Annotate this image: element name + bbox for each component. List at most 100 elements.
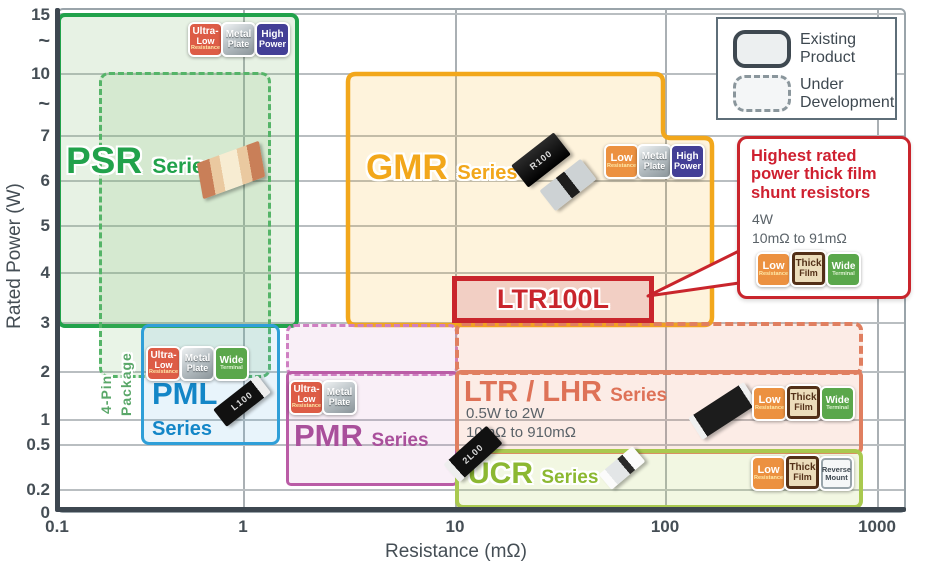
four-pin-package-label: 4-Pin xyxy=(98,374,114,414)
y-axis-label: Rated Power (W) xyxy=(4,183,25,329)
pmr-suffix: Series xyxy=(371,430,429,451)
badge-text: Resistance xyxy=(190,45,221,52)
four-pin-package-label: Package xyxy=(118,352,134,416)
badge-text: Wide xyxy=(825,394,850,406)
legend: Existing Product Under Development xyxy=(716,17,897,120)
ltr-lhr-series-label: LTR / LHR Series xyxy=(464,376,667,409)
callout-range: 10mΩ to 91mΩ xyxy=(752,230,847,246)
y-tick-10: 10 xyxy=(31,64,50,83)
badge-text: Metal xyxy=(225,28,252,40)
badge-text: Resistance xyxy=(758,271,789,278)
y-tick-7: 7 xyxy=(40,126,50,145)
pml-series-label: PML Series xyxy=(152,378,217,440)
badge-text: Plate xyxy=(643,161,666,171)
y-tick-15: 15 xyxy=(31,5,50,24)
x-tick-1: 1 xyxy=(238,517,248,536)
badge-text: Film xyxy=(793,472,812,482)
callout-box: Highest rated power thick film shunt res… xyxy=(737,136,911,299)
badge-text: Power xyxy=(673,161,701,171)
gridline-y-15 xyxy=(60,13,904,15)
badge-text: Resistance xyxy=(148,369,179,376)
y-tick-5: 5 xyxy=(40,216,50,235)
y-tick-0: 0 xyxy=(40,503,50,522)
badge-text: Power xyxy=(258,39,286,49)
badge-text: Resistance xyxy=(754,405,785,412)
callout-title: Highest rated power thick film shunt res… xyxy=(751,147,877,202)
badge-text: Ultra- xyxy=(192,26,219,38)
gridline-y-02 xyxy=(60,489,904,491)
y-axis-break-icon: ~ xyxy=(38,30,50,52)
badge-text: Thick xyxy=(795,257,822,269)
gridline-y-1 xyxy=(60,419,904,421)
badge-text: Metal xyxy=(326,386,353,398)
badge-text: Thick xyxy=(789,461,816,473)
pml-name: PML xyxy=(152,376,218,411)
callout-power: 4W xyxy=(752,211,773,227)
badge-text: Metal xyxy=(184,352,211,364)
x-axis-line xyxy=(55,507,906,512)
psr-name: PSR xyxy=(66,140,143,181)
badge-text: Mount xyxy=(825,472,848,482)
psr-series-label: PSR Series xyxy=(66,140,215,182)
badge-text: Low xyxy=(154,360,173,371)
y-tick-02: 0.2 xyxy=(26,480,50,499)
badge-text: Wide xyxy=(219,354,244,366)
gmr-chip-label: R100 xyxy=(527,148,555,172)
ucr-series-label: UCR Series xyxy=(468,457,598,491)
pmr-series-label: PMR Series xyxy=(294,418,429,454)
badge-text: Terminal xyxy=(220,364,243,371)
y-tick-6: 6 xyxy=(40,171,50,190)
y-axis-line xyxy=(55,8,60,511)
legend-existing-label: Existing Product xyxy=(800,31,857,67)
x-tick-10: 10 xyxy=(445,517,465,536)
x-axis-label: Resistance (mΩ) xyxy=(385,541,527,562)
x-tick-1000: 1000 xyxy=(858,517,896,536)
pmr-under-development-box xyxy=(286,324,458,376)
pml-suffix: Series xyxy=(152,418,213,440)
ltr100l-box: LTR100L xyxy=(452,276,654,323)
badge-text: Resistance xyxy=(291,403,322,410)
ltr-lhr-name: LTR / LHR xyxy=(464,376,602,408)
badge-text: Ultra- xyxy=(150,350,177,362)
y-tick-1: 1 xyxy=(40,410,50,429)
legend-under-label: Under Development xyxy=(800,76,895,112)
ltr100l-label: LTR100L xyxy=(496,284,610,314)
badge-text: Ultra- xyxy=(293,384,320,396)
gmr-series-label: GMR Series xyxy=(366,148,517,188)
pml-series-box xyxy=(141,324,280,445)
ltr-lhr-under-development-box xyxy=(455,322,863,375)
badge-text: Reverse xyxy=(821,464,852,474)
badge-text: Terminal xyxy=(832,270,855,277)
badge-text: Film xyxy=(799,268,818,278)
badge-text: Thick xyxy=(790,391,817,403)
pmr-name: PMR xyxy=(294,418,363,453)
badge-text: Plate xyxy=(227,39,250,49)
ltr-lhr-power-range: 0.5W to 2W xyxy=(466,405,545,422)
ucr-suffix: Series xyxy=(541,467,599,488)
badge-text: Low xyxy=(762,260,785,273)
badge-text: High xyxy=(261,28,284,40)
ltr-lhr-suffix: Series xyxy=(610,385,668,406)
badge-text: Wide xyxy=(831,260,856,272)
badge-text: Low xyxy=(297,394,316,405)
gmr-name: GMR xyxy=(366,148,448,187)
badge-text: Resistance xyxy=(753,475,784,482)
y-axis-break-icon: ~ xyxy=(38,93,50,115)
